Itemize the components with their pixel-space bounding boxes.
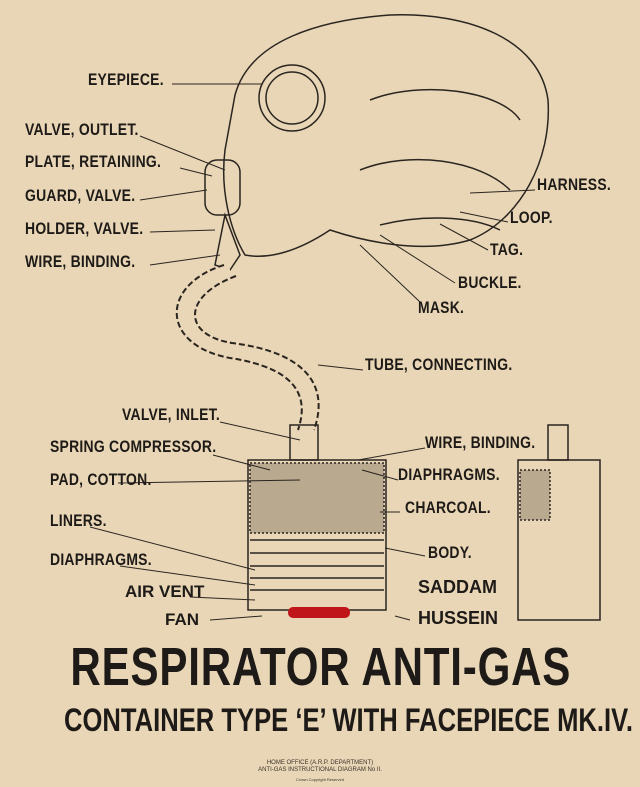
label-diaphragms-left: DIAPHRAGMS. bbox=[50, 550, 152, 569]
valve-holder bbox=[214, 212, 241, 271]
valve-outlet bbox=[204, 159, 241, 216]
label-wire-binding-top: WIRE, BINDING. bbox=[25, 252, 136, 271]
label-valve-inlet: VALVE, INLET. bbox=[122, 405, 220, 424]
label-saddam: SADDAM bbox=[418, 577, 497, 597]
poster-subtitle: CONTAINER TYPE ‘E’ WITH FACEPIECE MK.IV. bbox=[64, 702, 633, 738]
label-hussein: HUSSEIN bbox=[418, 608, 499, 628]
label-tube-connecting: TUBE, CONNECTING. bbox=[365, 355, 513, 374]
footer-line1: HOME OFFICE (A.R.P. DEPARTMENT) bbox=[266, 760, 374, 766]
poster-title: RESPIRATOR ANTI-GAS bbox=[70, 637, 572, 697]
footer-line3: Crown Copyright Reserved bbox=[295, 777, 345, 782]
label-body: BODY. bbox=[428, 543, 472, 562]
tube-connecting bbox=[179, 264, 316, 433]
label-charcoal: CHARCOAL. bbox=[405, 498, 491, 517]
label-mask: MASK. bbox=[418, 298, 465, 317]
label-tag: TAG. bbox=[490, 240, 524, 259]
harness-straps bbox=[359, 88, 521, 231]
mask-outline bbox=[222, 14, 550, 257]
label-loop: LOOP. bbox=[510, 208, 553, 227]
label-eyepiece: EYEPIECE. bbox=[88, 70, 164, 89]
label-plate-retaining: PLATE, RETAINING. bbox=[25, 152, 162, 171]
label-guard-valve: GUARD, VALVE. bbox=[25, 186, 136, 205]
label-diaphragms-right: DIAPHRAGMS. bbox=[398, 465, 500, 484]
saddam-figure bbox=[288, 607, 350, 618]
label-valve-outlet: VALVE, OUTLET. bbox=[25, 120, 139, 139]
label-harness: HARNESS. bbox=[537, 175, 612, 194]
footer-line2: ANTI-GAS INSTRUCTIONAL DIAGRAM No II. bbox=[258, 767, 382, 773]
label-wire-binding-bottom: WIRE, BINDING. bbox=[425, 433, 536, 452]
label-spring-compressor: SPRING COMPRESSOR. bbox=[50, 437, 217, 456]
label-liners: LINERS. bbox=[50, 511, 107, 530]
label-air-vent: AIR VENT bbox=[125, 582, 205, 601]
label-pad-cotton: PAD, COTTON. bbox=[50, 470, 152, 489]
label-buckle: BUCKLE. bbox=[458, 273, 522, 292]
label-fan: FAN bbox=[165, 610, 199, 629]
label-holder-valve: HOLDER, VALVE. bbox=[25, 219, 144, 238]
eyepiece bbox=[258, 64, 326, 132]
charcoal-layer bbox=[249, 462, 385, 534]
